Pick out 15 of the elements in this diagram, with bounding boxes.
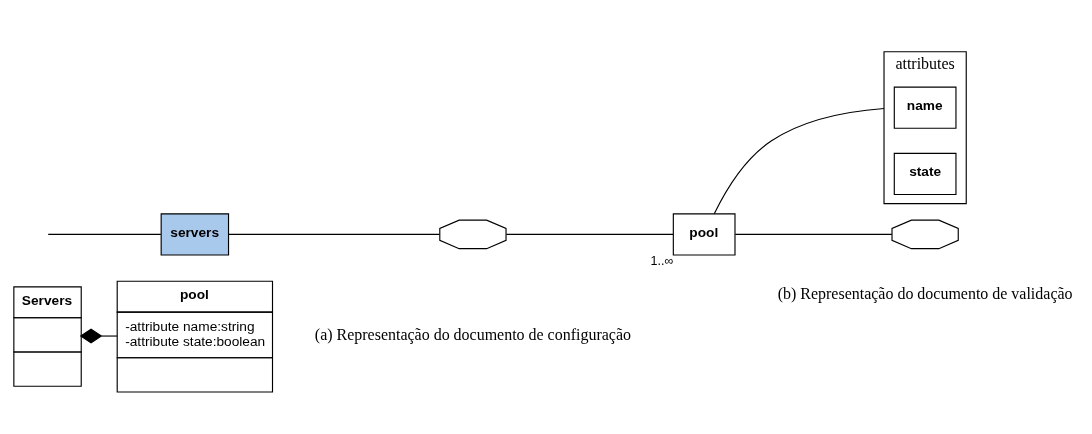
connector (734, 233, 893, 235)
connector (505, 233, 674, 235)
node-box: servers (160, 213, 230, 256)
node-octagon (439, 219, 507, 250)
connector (47, 233, 162, 235)
node-octagon (891, 219, 959, 250)
connector (228, 233, 441, 235)
node-box: name (893, 86, 957, 129)
node-box: state (893, 152, 957, 195)
connector (79, 328, 118, 344)
label: (b) Representação do documento de validação (777, 285, 1073, 303)
label: (a) Representação do documento de configuração (314, 326, 631, 344)
node-label: 1..∞ (650, 254, 674, 269)
connector (713, 107, 885, 215)
node-box: pool (672, 213, 736, 256)
